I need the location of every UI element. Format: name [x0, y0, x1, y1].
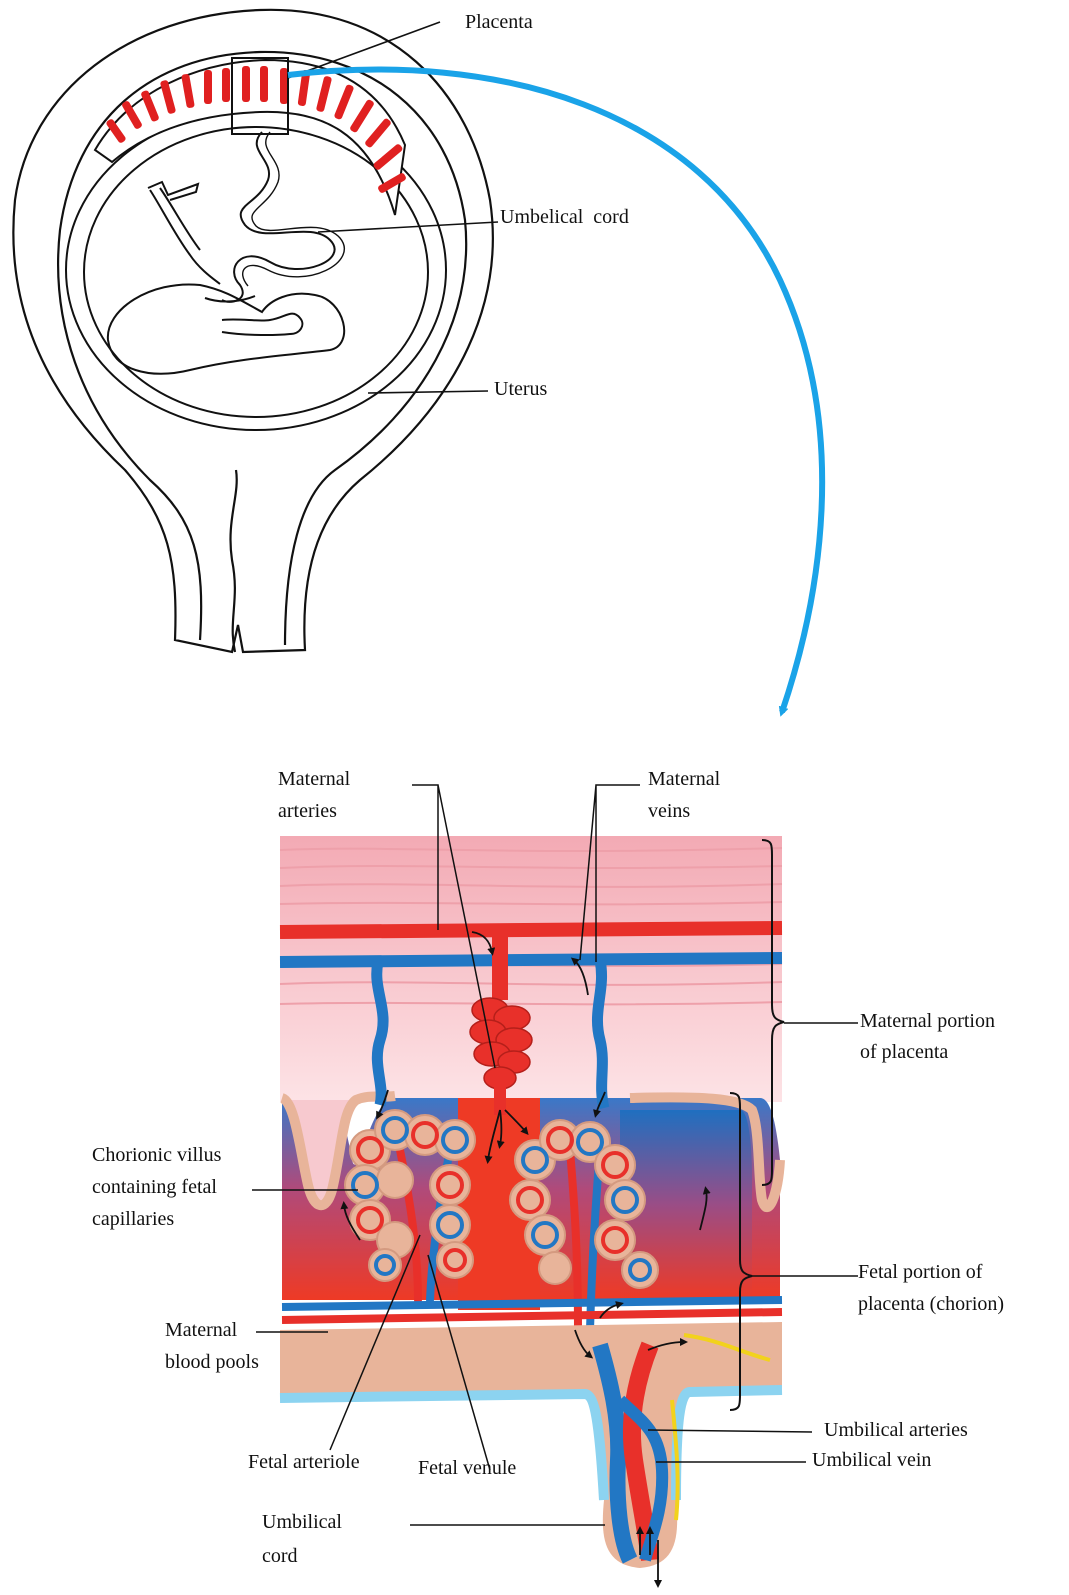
uterus-leader	[368, 391, 488, 393]
label-maternal-portion-2: of placenta	[860, 1040, 948, 1065]
label-fetal-portion-1: Fetal portion of	[858, 1260, 982, 1285]
label-umbilical-arteries: Umbilical arteries	[824, 1418, 968, 1443]
label-fetal-arteriole: Fetal arteriole	[248, 1450, 360, 1475]
label-umbilical-cord-upper: Umbelical cord	[500, 205, 629, 230]
label-maternal-arteries-2: arteries	[278, 799, 337, 824]
label-fetal-venule: Fetal venule	[418, 1456, 516, 1481]
label-maternal-blood-pools-2: blood pools	[165, 1350, 259, 1375]
label-umbilical-cord-lower-2: cord	[262, 1544, 298, 1569]
fetus-drawing	[108, 182, 344, 374]
label-umbilical-cord-lower-1: Umbilical	[262, 1510, 342, 1535]
label-chorionic-villus-3: capillaries	[92, 1207, 174, 1232]
label-umbilical-vein: Umbilical vein	[812, 1448, 931, 1473]
label-fetal-portion-2: placenta (chorion)	[858, 1292, 1004, 1317]
umbilical-cord-drawing	[222, 132, 335, 302]
zoom-connector-arrow	[288, 70, 822, 712]
label-maternal-blood-pools-1: Maternal	[165, 1318, 237, 1343]
placenta-cross-section	[280, 836, 782, 1595]
label-maternal-arteries-1: Maternal	[278, 767, 350, 792]
label-maternal-portion-1: Maternal portion	[860, 1009, 995, 1034]
umbilical-cord-drawing-inner	[243, 132, 345, 286]
label-chorionic-villus-2: containing fetal	[92, 1175, 217, 1200]
label-maternal-veins-2: veins	[648, 799, 690, 824]
label-uterus: Uterus	[494, 377, 547, 402]
label-chorionic-villus-1: Chorionic villus	[92, 1143, 221, 1168]
label-placenta: Placenta	[465, 10, 533, 35]
placenta-tissue	[95, 60, 407, 215]
umbilical-cord-leader	[318, 222, 498, 232]
label-maternal-veins-1: Maternal	[648, 767, 720, 792]
